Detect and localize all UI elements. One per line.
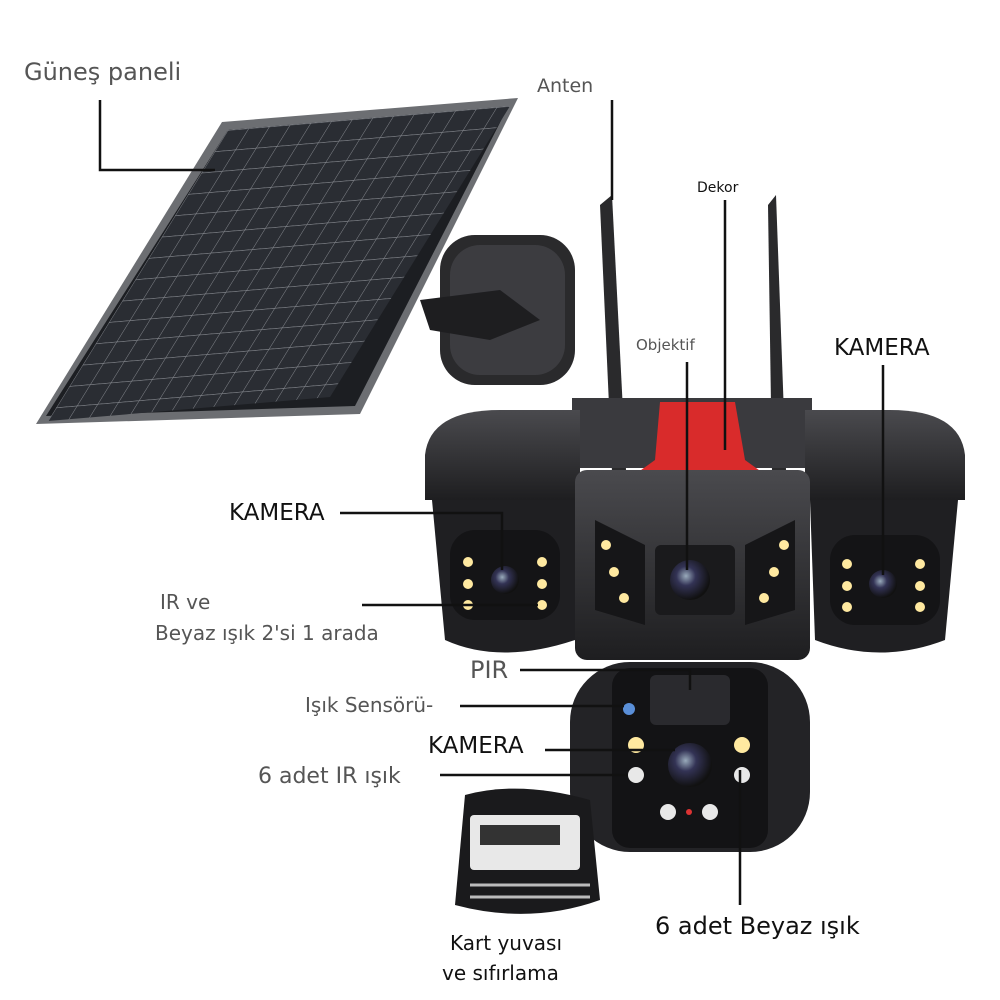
label-card-slot-2: ve sıfırlama [442, 961, 559, 985]
label-card-slot-1: Kart yuvası [450, 931, 563, 955]
label-decor: Dekor [697, 180, 739, 196]
label-ir-lights: 6 adet IR ışık [258, 764, 401, 789]
left-camera-dome [425, 410, 580, 653]
label-lens: Objektif [636, 336, 695, 354]
label-ir-white-2: Beyaz ışık 2'si 1 arada [155, 621, 379, 645]
wall-mount [420, 235, 575, 385]
label-camera-bottom: KAMERA [428, 733, 524, 759]
label-pir: PIR [470, 656, 509, 684]
right-camera-dome [805, 410, 965, 653]
label-ir-white-1: IR ve [160, 590, 211, 614]
label-camera-left: KAMERA [229, 500, 325, 526]
label-light-sensor: Işık Sensörü- [305, 693, 434, 717]
central-body [575, 470, 810, 660]
card-slot-inset [455, 788, 600, 914]
red-decor [630, 402, 770, 478]
solar-panel [36, 98, 518, 424]
label-antenna: Anten [537, 75, 594, 97]
label-white-lights: 6 adet Beyaz ışık [655, 912, 860, 940]
bottom-camera [570, 662, 810, 852]
leader-lines [98, 100, 885, 905]
label-camera-right: KAMERA [834, 335, 930, 361]
label-solar-panel: Güneş paneli [24, 58, 182, 86]
